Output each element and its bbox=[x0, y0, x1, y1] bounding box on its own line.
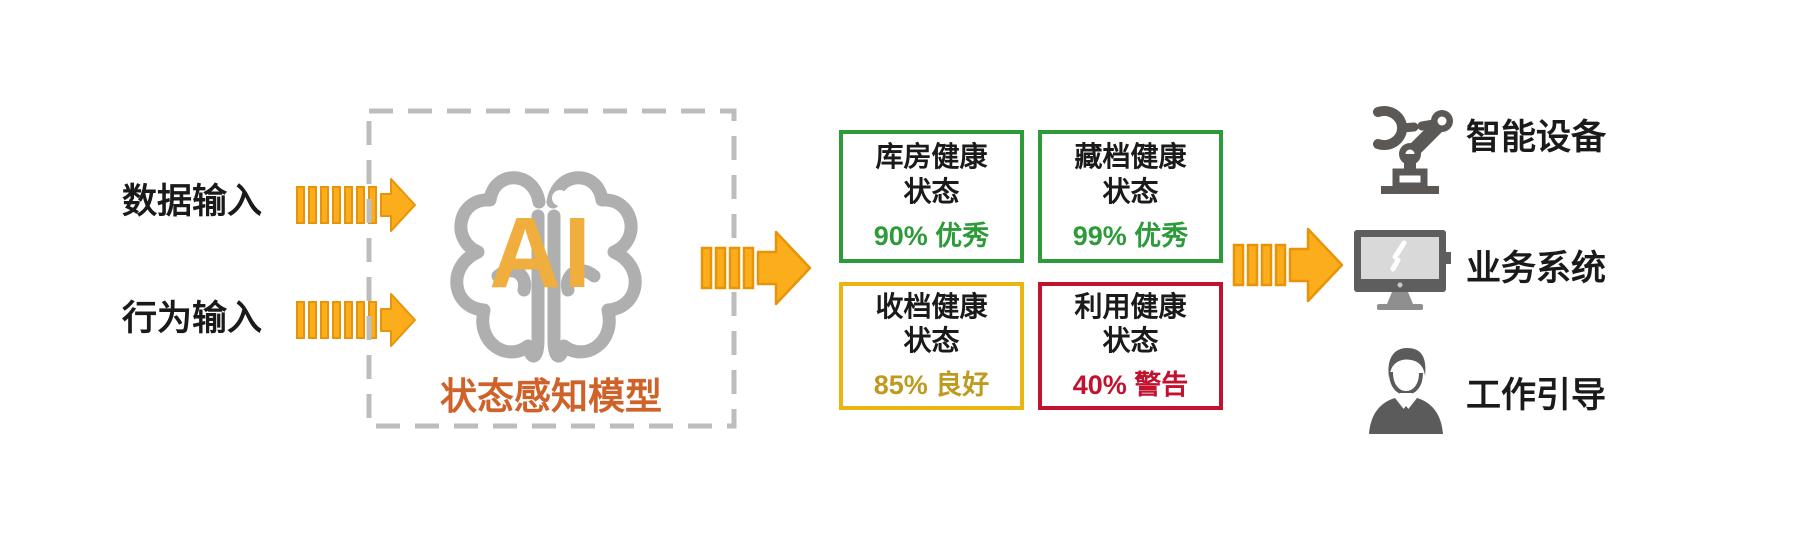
striped-arrow-right-icon bbox=[296, 293, 416, 347]
flow-arrow-right-icon bbox=[1232, 227, 1344, 303]
output-label-guidance: 工作引导 bbox=[1466, 376, 1607, 415]
status-box-value: 85% 良好 bbox=[873, 370, 990, 401]
output-label-devices: 智能设备 bbox=[1466, 118, 1607, 157]
robot-arm-icon bbox=[1373, 106, 1453, 194]
output-label-systems: 业务系统 bbox=[1466, 249, 1607, 288]
status-box-utilization: 利用健康状态 40% 警告 bbox=[1038, 282, 1223, 410]
status-box-archive: 藏档健康状态 99% 优秀 bbox=[1038, 130, 1223, 263]
status-box-title: 收档健康状态 bbox=[875, 290, 988, 356]
status-box-value: 99% 优秀 bbox=[1072, 220, 1189, 251]
status-box-title: 藏档健康状态 bbox=[1074, 141, 1187, 207]
status-box-title: 库房健康状态 bbox=[875, 141, 988, 207]
monitor-icon bbox=[1354, 230, 1451, 310]
brain-icon bbox=[450, 171, 642, 363]
model-label: 状态感知模型 bbox=[440, 376, 662, 417]
flow-arrow-right-icon bbox=[700, 230, 812, 306]
person-icon bbox=[1369, 348, 1443, 434]
input-label-behavior: 行为输入 bbox=[122, 299, 263, 338]
status-box-warehouse: 库房健康状态 90% 优秀 bbox=[839, 130, 1024, 263]
input-label-data: 数据输入 bbox=[122, 182, 263, 221]
striped-arrow-right-icon bbox=[296, 178, 416, 232]
ai-badge: AI bbox=[489, 197, 593, 309]
status-box-intake: 收档健康状态 85% 良好 bbox=[839, 282, 1024, 410]
status-box-value: 40% 警告 bbox=[1072, 370, 1189, 401]
status-box-value: 90% 优秀 bbox=[873, 220, 990, 251]
status-box-title: 利用健康状态 bbox=[1074, 290, 1187, 356]
